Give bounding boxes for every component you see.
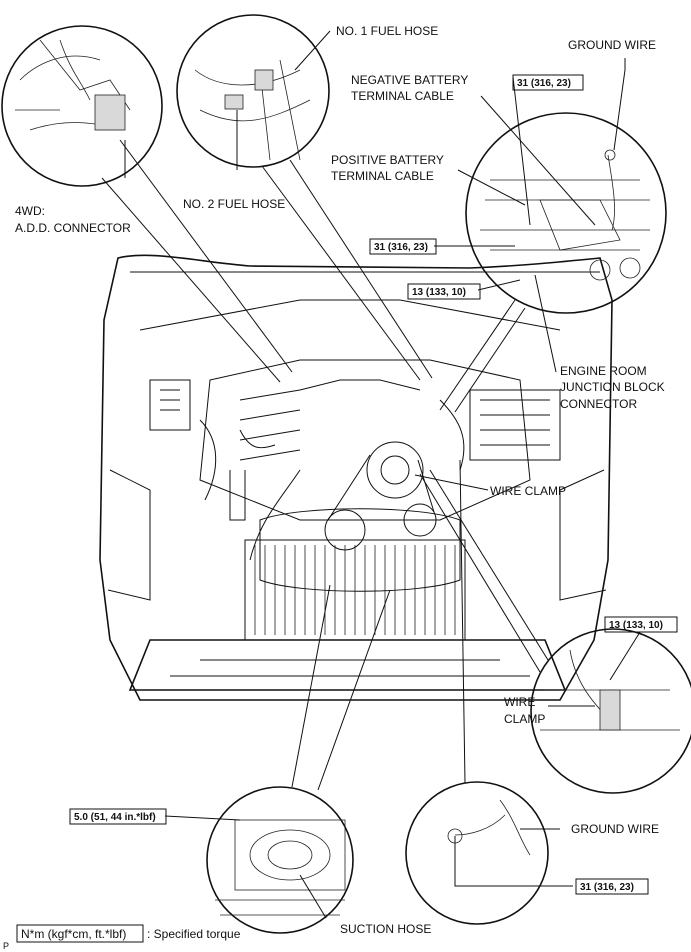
torque-box-ground-wire: 31 (316, 23) (575, 878, 649, 895)
label-no2-fuel-hose: NO. 2 FUEL HOSE (183, 197, 285, 211)
torque-battery-mid-text: 31 (316, 23) (374, 242, 428, 253)
label-add-connector-2: A.D.D. CONNECTOR (15, 221, 131, 235)
leader-lines (124, 30, 641, 919)
detail-add-connector (1, 25, 293, 383)
label-no1-fuel-hose: NO. 1 FUEL HOSE (336, 24, 438, 38)
label-negative-battery-1: NEGATIVE BATTERY (351, 73, 468, 87)
torque-box-battery-mid: 31 (316, 23) (369, 238, 437, 255)
label-wire-clamp-detail-2: CLAMP (504, 712, 545, 726)
detail-battery (439, 112, 667, 413)
label-ground-wire-bottom: GROUND WIRE (571, 822, 659, 836)
legend-description: : Specified torque (147, 927, 241, 941)
detail-suction-hose (206, 584, 391, 934)
torque-box-battery-top: 31 (316, 23) (512, 74, 584, 91)
detail-wire-clamp (419, 469, 691, 794)
vehicle-front-view (99, 254, 613, 701)
torque-box-suction-hose: 5.0 (51, 44 in.*lbf) (69, 808, 167, 825)
label-add-connector-1: 4WD: (15, 204, 45, 218)
figure-code: P (3, 941, 9, 951)
label-suction-hose: SUCTION HOSE (340, 922, 431, 936)
radiator-fins (254, 545, 456, 635)
label-positive-battery-2: TERMINAL CABLE (331, 169, 434, 183)
label-wire-clamp-detail-1: WIRE (504, 695, 535, 709)
torque-battery-bottom-text: 13 (133, 10) (412, 287, 466, 298)
torque-box-battery-bottom: 13 (133, 10) (407, 283, 481, 300)
label-negative-battery-2: TERMINAL CABLE (351, 89, 454, 103)
detail-ground-wire (405, 459, 549, 925)
torque-box-wire-clamp: 13 (133, 10) (604, 616, 678, 633)
label-ground-wire-top: GROUND WIRE (568, 38, 656, 52)
label-positive-battery-1: POSITIVE BATTERY (331, 153, 444, 167)
label-junction-2: JUNCTION BLOCK (560, 380, 665, 394)
torque-ground-wire-text: 31 (316, 23) (580, 882, 634, 893)
label-junction-1: ENGINE ROOM (560, 364, 647, 378)
detail-fuel-hose (176, 14, 433, 381)
torque-wire-clamp-text: 13 (133, 10) (609, 620, 663, 631)
legend-unit-box: N*m (kgf*cm, ft.*lbf) (21, 927, 126, 941)
label-junction-3: CONNECTOR (560, 397, 637, 411)
torque-legend: N*m (kgf*cm, ft.*lbf) : Specified torque (16, 924, 241, 943)
torque-suction-hose-text: 5.0 (51, 44 in.*lbf) (74, 812, 156, 823)
label-wire-clamp-main: WIRE CLAMP (490, 484, 566, 498)
torque-battery-top-text: 31 (316, 23) (517, 78, 571, 89)
